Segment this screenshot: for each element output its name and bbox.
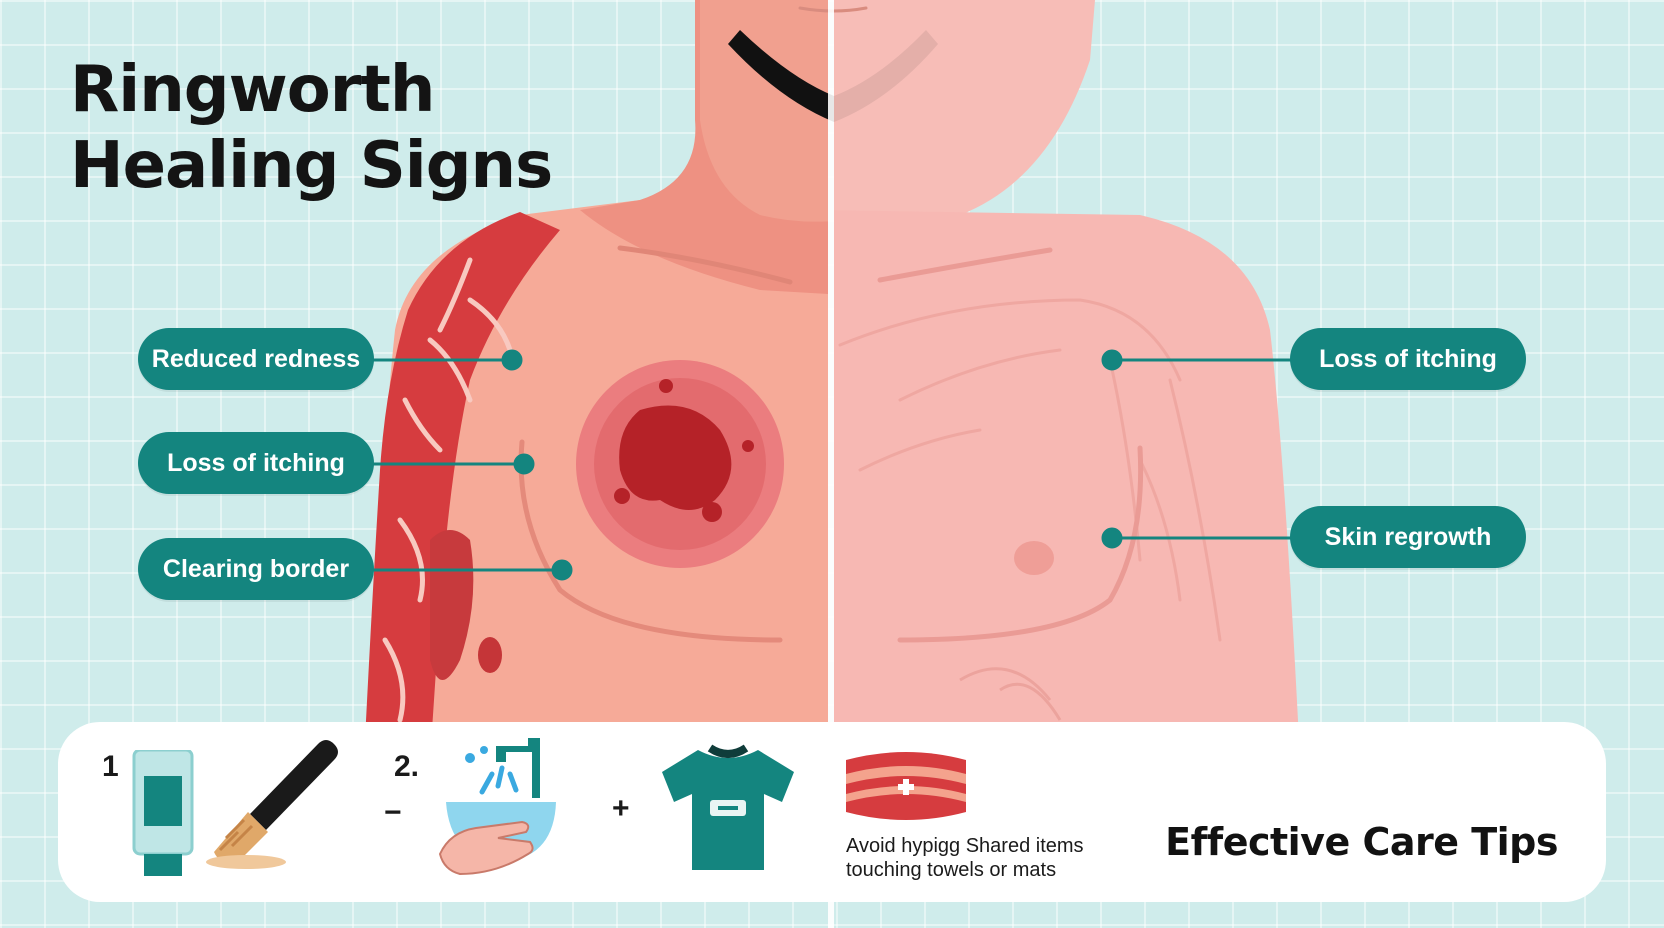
- plus-sign: +: [612, 792, 630, 825]
- label-loss-of-itching-right: Loss of itching: [1290, 328, 1526, 390]
- label-skin-regrowth: Skin regrowth: [1290, 506, 1526, 568]
- cream-tube-icon: [132, 750, 194, 876]
- divider: [828, 0, 834, 928]
- step-1-number: 1: [102, 750, 119, 783]
- brush-icon: [206, 740, 338, 869]
- callout-connectors: [372, 349, 1292, 581]
- care-note: Avoid hypigg Shared items touching towel…: [846, 834, 1106, 882]
- care-tips-panel: 1 2. − + Avoid hypigg Shared items touch: [58, 722, 1606, 902]
- shirt-icon: [662, 744, 794, 870]
- minus-sign: −: [384, 796, 402, 829]
- care-tips-title: Effective Care Tips: [1165, 820, 1558, 864]
- infected-rash-area: [364, 212, 560, 760]
- label-clearing-border: Clearing border: [138, 538, 374, 600]
- title-line-1: Ringworth: [70, 53, 435, 127]
- label-reduced-redness: Reduced redness: [138, 328, 374, 390]
- care-note-line-1: Avoid hypigg Shared items: [846, 835, 1084, 857]
- towel-icon: [846, 752, 966, 820]
- hand-washing-icon: [438, 738, 556, 876]
- title-line-2: Healing Signs: [70, 129, 553, 203]
- care-note-line-2: touching towels or mats: [846, 859, 1057, 881]
- step-2-number: 2.: [394, 750, 420, 783]
- healed-side: [834, 0, 1300, 760]
- label-loss-of-itching-left: Loss of itching: [138, 432, 374, 494]
- page-title: Ringworth Healing Signs: [70, 52, 553, 204]
